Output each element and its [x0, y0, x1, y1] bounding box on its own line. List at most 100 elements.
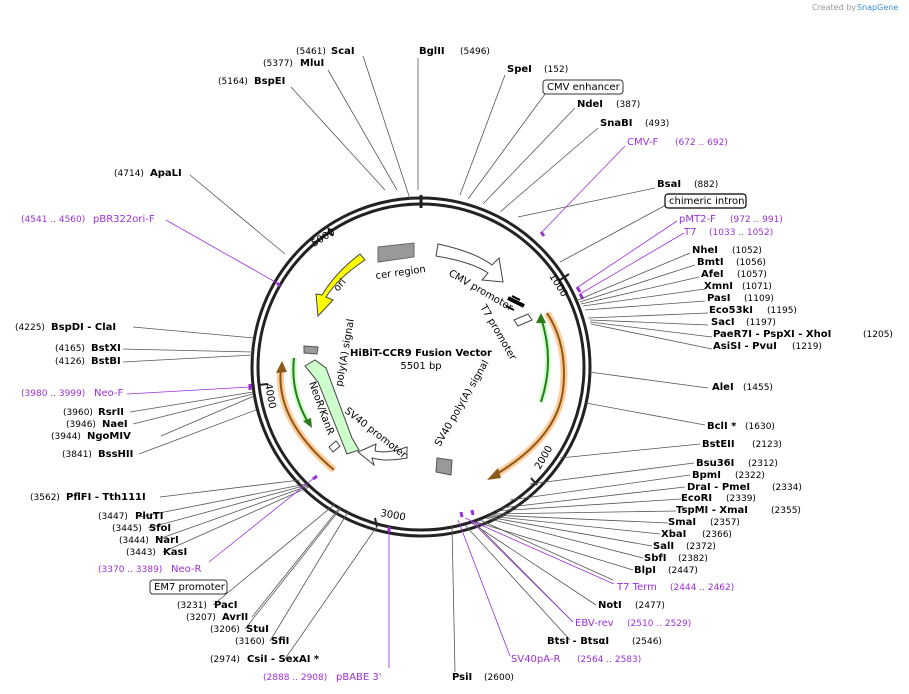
site-name-drai-pmei: DraI - PmeI — [687, 482, 750, 493]
site-pos-ndei: (387) — [616, 100, 640, 110]
site-name-avrii: AvrII — [222, 612, 248, 623]
site-name-sali: SalI — [653, 541, 674, 552]
site-pos-bsteii: (2123) — [752, 440, 782, 450]
site-pos-asisi-pvui: (1219) — [792, 342, 822, 352]
site-name-bmti: BmtI — [697, 257, 724, 268]
site-pos-scai: (5461) — [296, 47, 326, 57]
site-name-pflfi-tth111i: PflFI - Tth111I — [66, 492, 146, 503]
site-name-nhei: NheI — [692, 245, 718, 256]
site-pos-saci: (1197) — [746, 318, 776, 328]
site-name-bcli: BclI * — [707, 421, 737, 432]
orange-orf-right-arrowhead — [487, 468, 501, 480]
connector-lines — [122, 55, 713, 673]
site-pos-rsrii: (3960) — [63, 408, 93, 418]
site-name-pluti: PluTI — [135, 511, 163, 522]
site-pos-ecori: (2339) — [726, 494, 756, 504]
site-pos-stui: (3206) — [210, 625, 240, 635]
credit-text: Created by — [812, 3, 856, 12]
primer-name-pmt2-f: pMT2-F — [679, 214, 716, 225]
site-name-xmni: XmnI — [704, 281, 733, 292]
site-pos-alei: (1455) — [743, 383, 773, 393]
primer-name-neo-f: Neo-F — [94, 388, 124, 399]
site-pos-apali: (4714) — [114, 169, 144, 179]
cmv-promoter-feature — [435, 243, 504, 283]
site-pos-pasi: (1109) — [744, 294, 774, 304]
ruler-label-2000: 2000 — [533, 444, 555, 472]
plasmid-name: HiBiT-CCR9 Fusion Vector — [350, 348, 492, 359]
primer-range-t7: (1033 .. 1052) — [709, 228, 773, 238]
primer-range-pbr322ori-f: (4541 .. 4560) — [21, 215, 85, 225]
site-name-bsteii: BstEII — [702, 439, 735, 450]
site-name-sbfi: SbfI — [644, 553, 666, 564]
site-name-stui: StuI — [246, 624, 269, 635]
site-name-bstbi: BstBI — [91, 356, 121, 367]
site-name-saci: SacI — [711, 317, 735, 328]
site-pos-tspmi-xmai: (2355) — [771, 506, 801, 516]
site-name-kasi: KasI — [163, 547, 187, 558]
plasmid-length: 5501 bp — [400, 361, 441, 372]
site-name-pasi: PasI — [707, 293, 730, 304]
ruler: 1000 2000 3000 4000 5000 — [257, 227, 570, 528]
site-name-bsshii: BssHII — [98, 449, 133, 460]
primer-range-pbabe3: (2888 .. 2908) — [263, 673, 327, 683]
site-pos-snabi: (493) — [645, 119, 669, 129]
sv40-ori-mark — [328, 440, 341, 453]
site-pos-pflfi-tth111i: (3562) — [30, 493, 60, 503]
ori-feature — [315, 253, 366, 318]
boxed-labels: CMV enhancer chimeric intron EM7 promote… — [149, 79, 747, 595]
site-name-scai: ScaI — [331, 46, 355, 57]
chimeric-intron-label: chimeric intron — [669, 196, 744, 207]
chimeric-intron-box — [664, 193, 747, 209]
site-pos-bsai: (882) — [694, 180, 718, 190]
site-pos-sfii: (3160) — [235, 637, 265, 647]
site-pos-paci: (3231) — [177, 601, 207, 611]
site-pos-avrii: (3207) — [186, 613, 216, 623]
orange-orf-right-line — [494, 312, 565, 476]
site-pos-nhei: (1052) — [732, 246, 762, 256]
orange-orf-left-arrowhead — [276, 361, 287, 373]
primer-range-pmt2-f: (972 .. 991) — [730, 215, 783, 225]
site-pos-eco53ki: (1195) — [767, 306, 797, 316]
site-name-ndei: NdeI — [577, 99, 603, 110]
primer-name-cmv-f: CMV-F — [627, 137, 658, 148]
site-name-alei: AleI — [712, 382, 734, 393]
site-pos-bspei: (5164) — [218, 77, 248, 87]
site-pos-mlui: (5377) — [263, 59, 293, 69]
site-pos-afei: (1057) — [737, 270, 767, 280]
site-name-bspdi-clai: BspDI - ClaI — [51, 322, 116, 333]
site-name-psii: PsiI — [452, 672, 472, 683]
site-pos-bpmi: (2322) — [735, 471, 765, 481]
orange-orf-left-line — [279, 367, 335, 471]
site-name-bspei: BspEI — [254, 76, 285, 87]
site-pos-bglii: (5496) — [460, 47, 490, 57]
primer-range-cmv-f: (672 .. 692) — [675, 138, 728, 148]
site-name-rsrii: RsrII — [98, 407, 124, 418]
site-name-sfii: SfiI — [271, 636, 289, 647]
site-name-nari: NarI — [155, 535, 179, 546]
primer-connector-lines — [126, 145, 685, 668]
primer-range-sv40pa-r: (2564 .. 2583) — [577, 655, 641, 665]
site-pos-ngomiv: (3944) — [51, 432, 81, 442]
t7-promoter-feature — [513, 313, 533, 327]
site-name-spei: SpeI — [507, 64, 532, 75]
site-name-asisi-pvui: AsiSI - PvuI — [713, 341, 777, 352]
primer-name-t7-term: T7 Term — [616, 582, 657, 593]
polya-gray-feature — [303, 345, 319, 355]
site-name-btsi-btsai: BtsI - BtsαI — [547, 636, 609, 647]
site-pos-bsshii: (3841) — [62, 450, 92, 460]
primer-name-t7: T7 — [683, 227, 696, 238]
site-pos-sbfi: (2382) — [678, 554, 708, 564]
green-orf-left-arrowhead — [303, 418, 312, 428]
site-name-paer7i-pspxi-xhoi: PaeR7I - PspXI - XhoI — [713, 329, 831, 340]
snapgene-brand: SnapGene — [857, 3, 898, 12]
site-name-apali: ApaLI — [150, 168, 182, 179]
green-orf-right-arrowhead — [536, 313, 546, 323]
sv40-promoter-feature — [357, 443, 408, 467]
site-name-csii-sexai: CsiI - SexAI * — [247, 654, 320, 665]
site-name-naei: NaeI — [102, 419, 128, 430]
sv40-polya-gray-feature — [435, 457, 453, 476]
site-pos-bcli: (1630) — [745, 422, 775, 432]
em7-promoter-box — [149, 579, 228, 595]
site-pos-noti: (2477) — [635, 601, 665, 611]
site-name-bstxi: BstXI — [91, 343, 121, 354]
